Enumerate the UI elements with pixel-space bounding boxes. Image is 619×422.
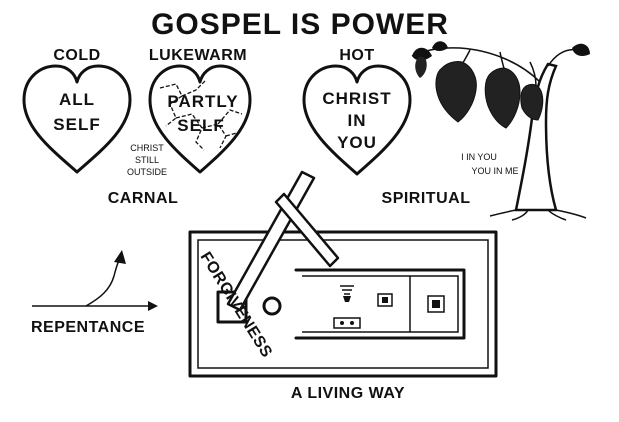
- vine-roots: [489, 209, 587, 221]
- tabernacle-inner-line: [302, 275, 459, 333]
- shewbread-loaf-2: [350, 321, 354, 325]
- repentance-arrowhead-up: [114, 250, 126, 264]
- cross: [226, 170, 340, 312]
- grape-cluster-left: [435, 61, 477, 123]
- candlestick-base: [343, 296, 351, 302]
- hot-heart-line-1: CHRIST: [322, 89, 391, 108]
- grape-cluster-middle: [484, 67, 521, 129]
- vine-trunk: [514, 62, 558, 212]
- cold-heart-line-1: ALL: [59, 90, 95, 109]
- christ-still-outside-line-2: STILL: [135, 155, 159, 165]
- tabernacle-wall: [294, 268, 466, 340]
- grape-small: [415, 56, 427, 78]
- grape-cluster-right: [520, 83, 544, 121]
- living-way-label: A LIVING WAY: [291, 385, 405, 402]
- shewbread-table: [333, 317, 361, 329]
- repentance-label: REPENTANCE: [31, 319, 145, 336]
- hot-heart: [302, 64, 412, 176]
- ark-of-covenant: [427, 295, 445, 313]
- lukewarm-heart-line-2: SELF: [177, 116, 224, 135]
- candlestick: [340, 285, 354, 295]
- cold-heart: [22, 64, 132, 174]
- lukewarm-cracks: [159, 79, 243, 151]
- christ-still-outside-line-1: CHRIST: [130, 143, 164, 153]
- lukewarm-heart-line-1: PARTLY: [167, 92, 238, 111]
- sanctuary-plan: [188, 230, 498, 378]
- hot-label: HOT: [339, 47, 374, 64]
- laver: [262, 296, 282, 316]
- cross-beam: [274, 192, 340, 268]
- repentance-rising-curve: [85, 257, 121, 307]
- ark-cherubim: [432, 300, 440, 308]
- vine-text-line-1: I IN YOU: [461, 152, 497, 162]
- christ-still-outside-line-3: OUTSIDE: [127, 167, 167, 177]
- cold-heart-line-2: SELF: [53, 115, 100, 134]
- carnal-label: CARNAL: [108, 190, 179, 207]
- outer-court-inner-line: [197, 239, 489, 369]
- spiritual-label: SPIRITUAL: [382, 190, 471, 207]
- lukewarm-heart: [148, 64, 252, 174]
- repentance-arrowhead-right: [148, 301, 158, 311]
- lukewarm-label: LUKEWARM: [149, 47, 247, 64]
- hot-heart-line-3: YOU: [337, 133, 377, 152]
- cross-upright: [226, 170, 316, 312]
- outer-court-wall: [188, 230, 498, 378]
- vine-text-line-2: YOU IN ME: [471, 166, 518, 176]
- cold-label: COLD: [53, 47, 100, 64]
- altar: [216, 290, 248, 324]
- hot-heart-line-2: IN: [348, 111, 367, 130]
- incense-altar-center: [382, 297, 388, 303]
- vine-illustration: [411, 41, 590, 221]
- shewbread-loaf-1: [340, 321, 344, 325]
- page-title: GOSPEL IS POWER: [151, 8, 449, 41]
- incense-altar: [377, 293, 393, 307]
- vine-branches: [411, 47, 579, 87]
